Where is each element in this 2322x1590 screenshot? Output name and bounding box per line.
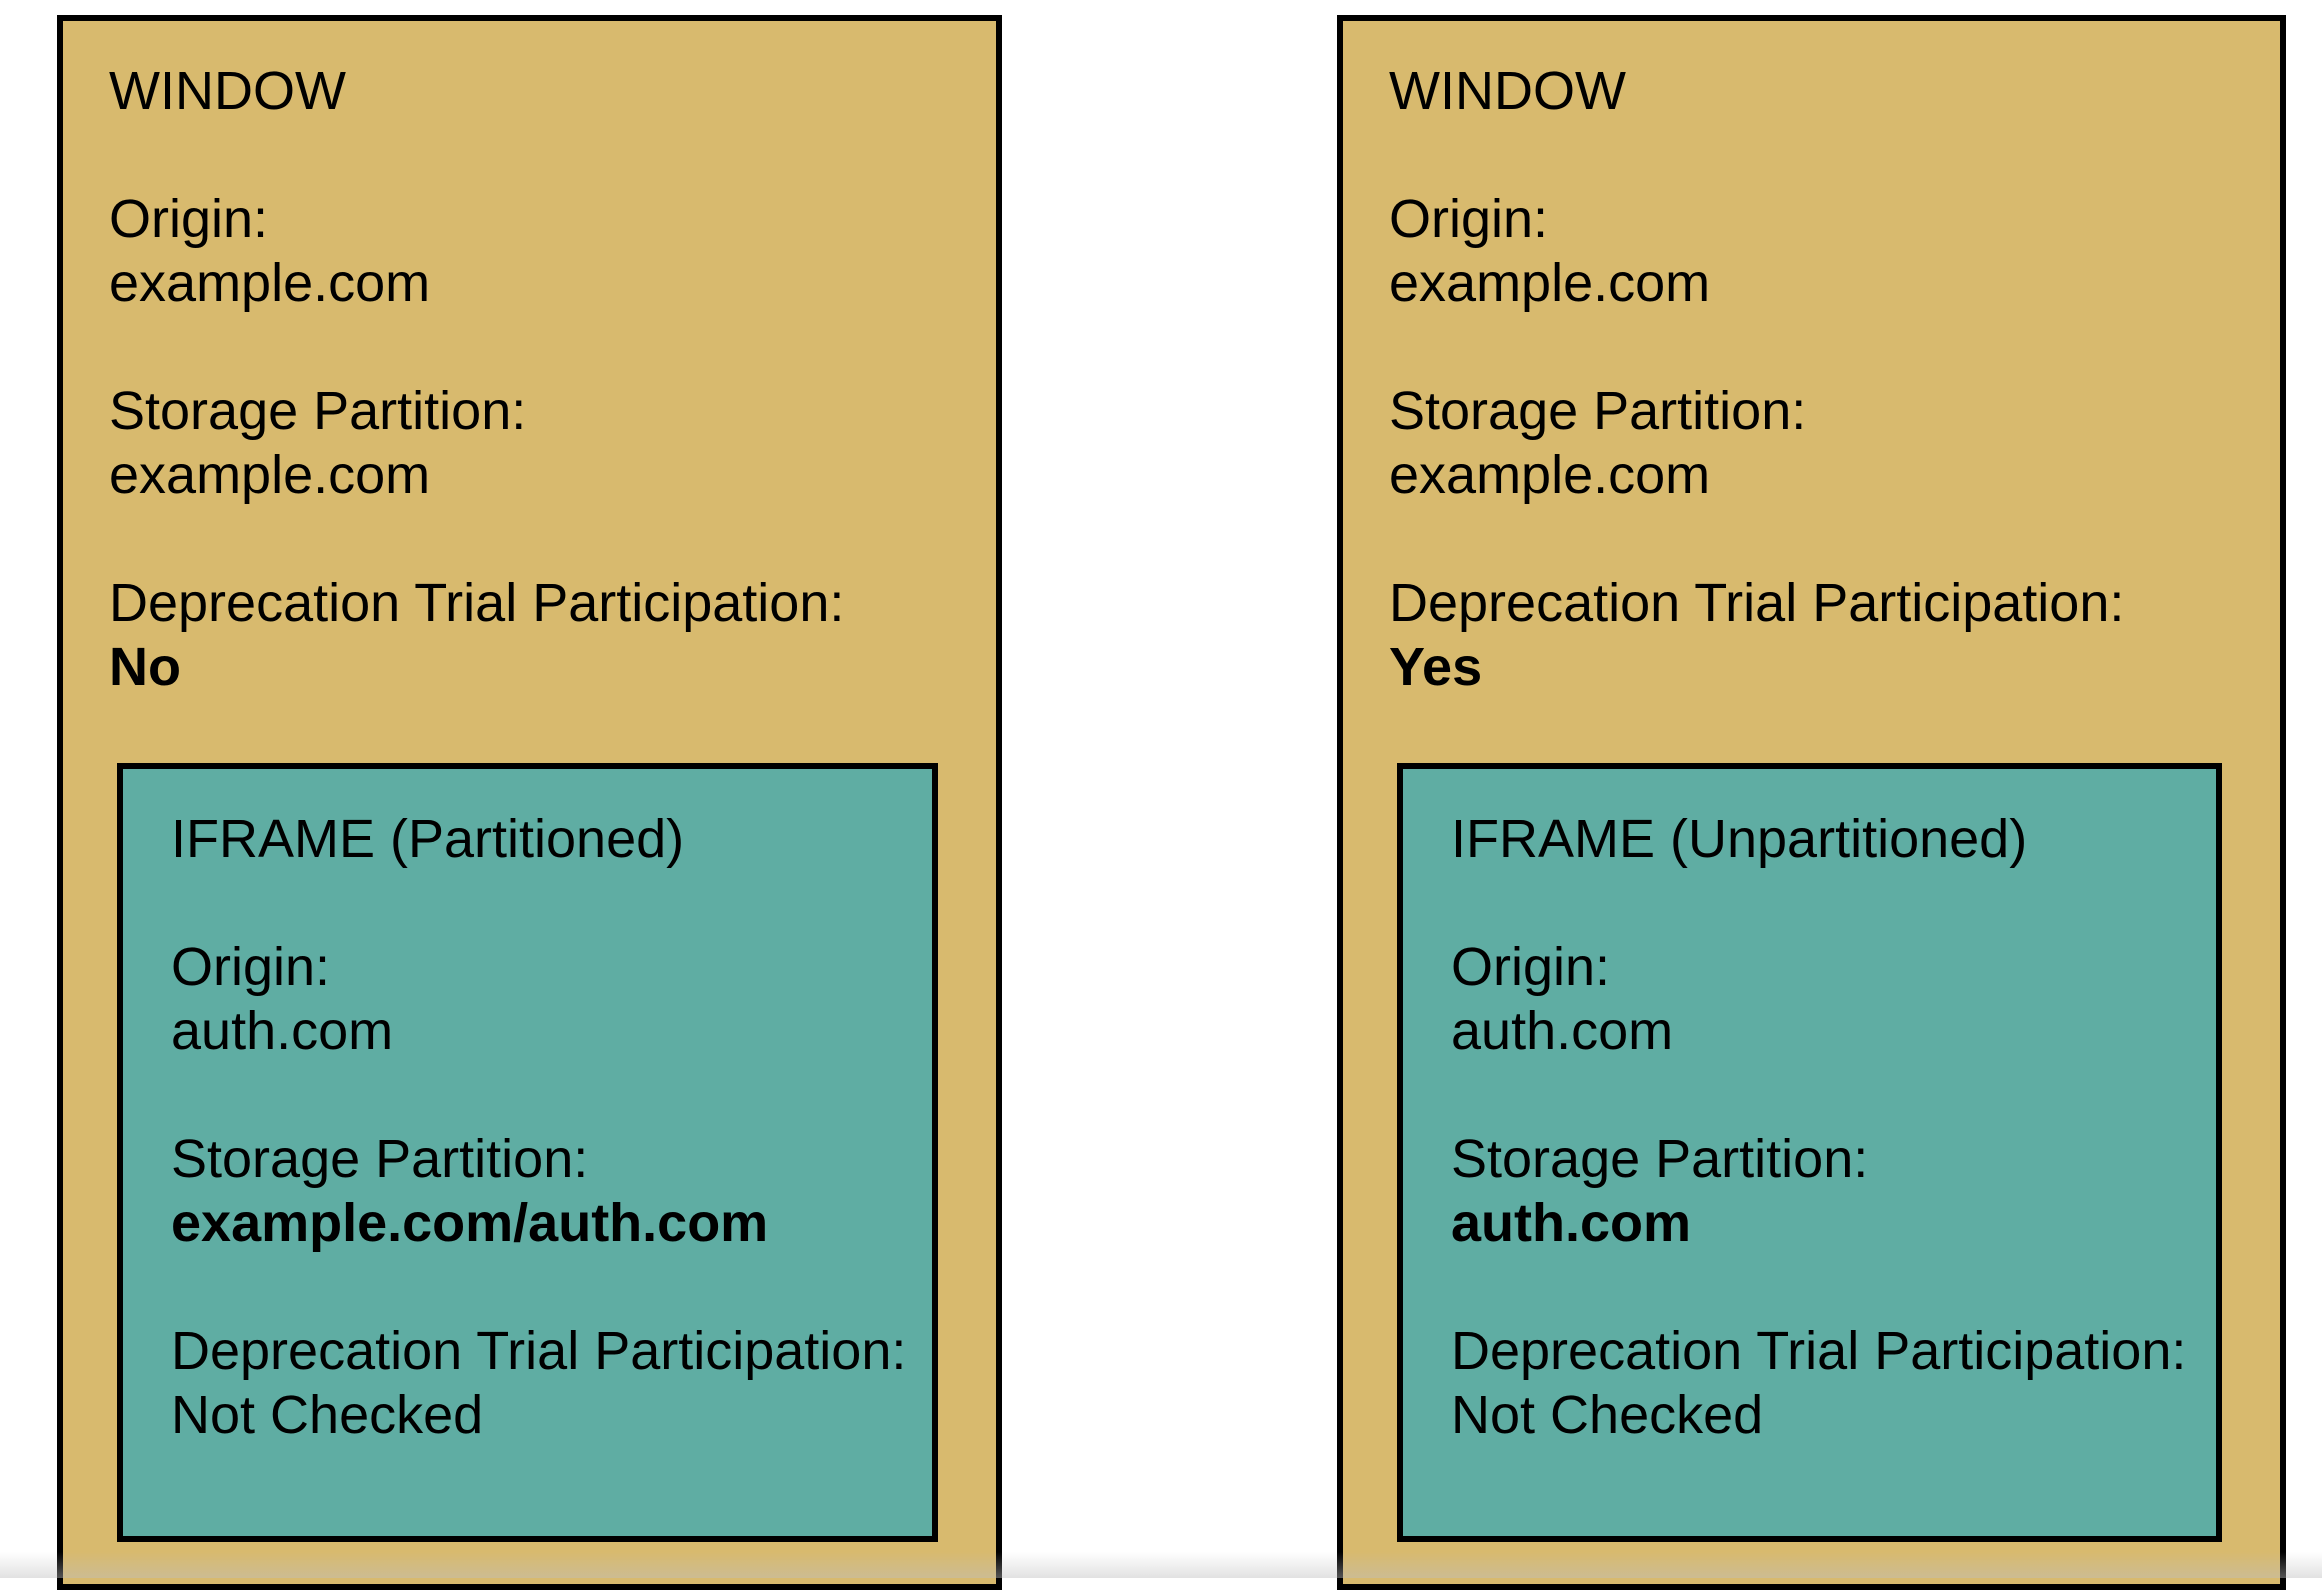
field-value: auth.com (171, 1001, 394, 1061)
field-label: Origin: (1451, 937, 1611, 997)
field-label: Storage Partition: (109, 381, 527, 441)
field-value: example.com/auth.com (171, 1193, 769, 1253)
field-value: Not Checked (1451, 1385, 1764, 1445)
window-title: WINDOW (1389, 61, 1626, 121)
iframe-title: IFRAME (Unpartitioned) (1451, 809, 2028, 869)
field-origin: Origin: auth.com (1451, 935, 2216, 1063)
field-storage-partition: Storage Partition: example.com (1389, 379, 2234, 507)
field-value: Not Checked (171, 1385, 484, 1445)
field-label: Deprecation Trial Participation: (171, 1321, 907, 1381)
field-deprecation-trial: Deprecation Trial Participation: Not Che… (1451, 1319, 2216, 1447)
field-deprecation-trial: Deprecation Trial Participation: Yes (1389, 571, 2234, 699)
field-storage-partition: Storage Partition: auth.com (1451, 1127, 2216, 1255)
window-panel-right: WINDOW Origin: example.com Storage Parti… (1337, 15, 2286, 1590)
field-value: auth.com (1451, 1001, 1674, 1061)
field-value: example.com (109, 445, 431, 505)
field-value: auth.com (1451, 1193, 1692, 1253)
field-value: No (109, 637, 181, 697)
field-label: Origin: (109, 189, 269, 249)
field-value: example.com (109, 253, 431, 313)
field-label: Deprecation Trial Participation: (109, 573, 845, 633)
field-value: example.com (1389, 445, 1711, 505)
field-deprecation-trial: Deprecation Trial Participation: No (109, 571, 950, 699)
window-title: WINDOW (109, 61, 346, 121)
field-label: Origin: (171, 937, 331, 997)
iframe-panel-unpartitioned: IFRAME (Unpartitioned) Origin: auth.com … (1397, 763, 2222, 1542)
iframe-panel-partitioned: IFRAME (Partitioned) Origin: auth.com St… (117, 763, 938, 1542)
window-panel-left: WINDOW Origin: example.com Storage Parti… (57, 15, 1002, 1590)
field-label: Storage Partition: (1389, 381, 1807, 441)
field-label: Storage Partition: (1451, 1129, 1869, 1189)
field-label: Deprecation Trial Participation: (1451, 1321, 2187, 1381)
field-value: example.com (1389, 253, 1711, 313)
field-label: Deprecation Trial Participation: (1389, 573, 2125, 633)
field-label: Storage Partition: (171, 1129, 589, 1189)
field-origin: Origin: example.com (109, 187, 950, 315)
field-origin: Origin: auth.com (171, 935, 932, 1063)
field-deprecation-trial: Deprecation Trial Participation: Not Che… (171, 1319, 932, 1447)
field-storage-partition: Storage Partition: example.com (109, 379, 950, 507)
field-value: Yes (1389, 637, 1483, 697)
field-origin: Origin: example.com (1389, 187, 2234, 315)
field-label: Origin: (1389, 189, 1549, 249)
iframe-title: IFRAME (Partitioned) (171, 809, 685, 869)
field-storage-partition: Storage Partition: example.com/auth.com (171, 1127, 932, 1255)
